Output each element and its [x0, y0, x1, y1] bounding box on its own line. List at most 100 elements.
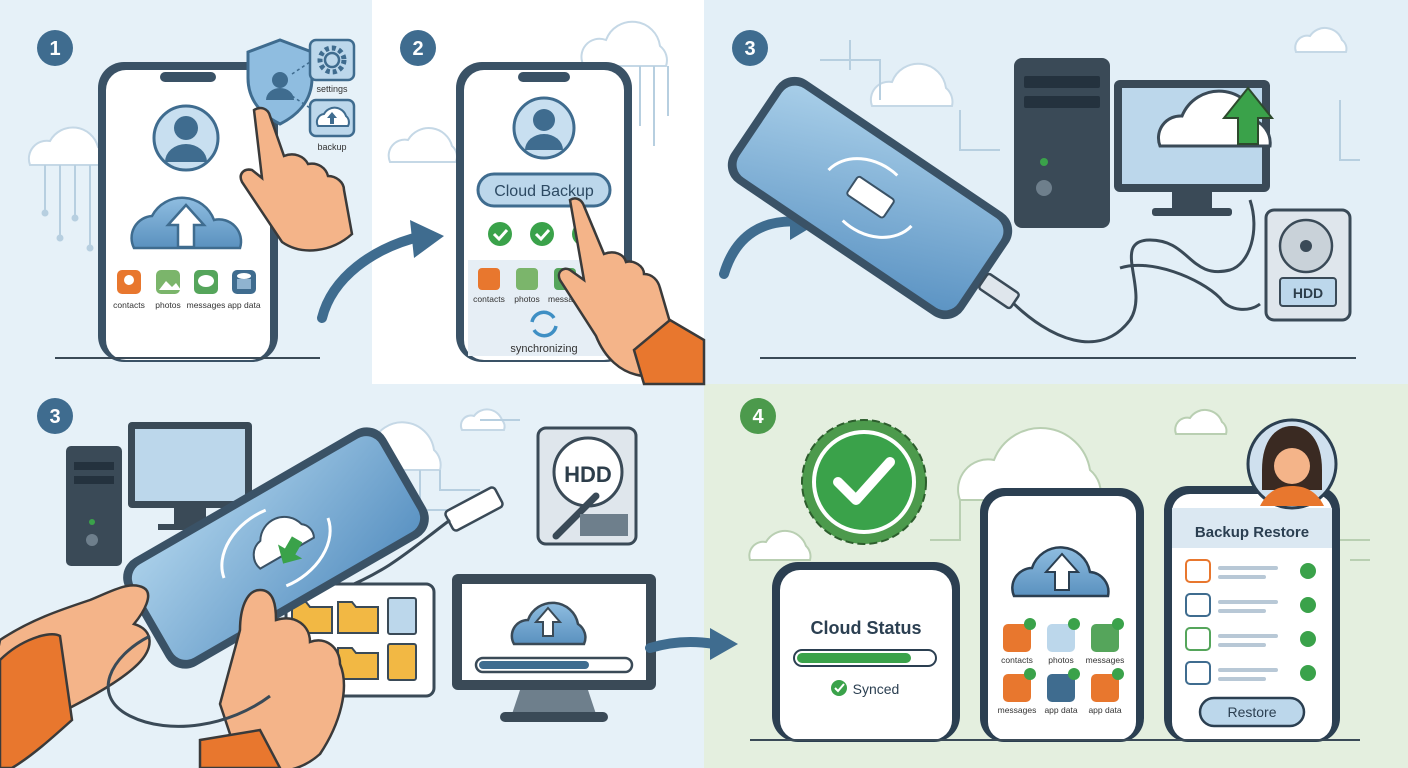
messages-icon [1003, 674, 1031, 702]
upload-arrow-icon [278, 536, 303, 564]
usb-plug [978, 272, 1020, 310]
app-data-icon [1091, 674, 1119, 702]
messages-icon [1185, 627, 1211, 651]
step-number-4: 4 [752, 406, 764, 428]
sleeve [198, 728, 282, 768]
circuit-lines [44, 165, 91, 245]
gear-icon [317, 45, 347, 75]
app-grid [1003, 618, 1124, 702]
app-label: messagc [548, 294, 583, 304]
photos-icon [156, 270, 180, 294]
cloud-backup-label: Cloud Backup [494, 183, 594, 200]
app-label: messages [187, 300, 226, 310]
circuit-lines [930, 500, 1370, 561]
restore-button[interactable] [1198, 696, 1306, 728]
step-badge-1 [37, 30, 73, 66]
connector [291, 61, 311, 109]
messages-icon [1091, 624, 1119, 652]
photos-icon [1047, 624, 1075, 652]
panel-1: 1 contacts photos messages app data [27, 30, 444, 362]
usb-drive-icon [846, 175, 895, 219]
pointing-hand [218, 588, 346, 768]
flow-arrow [317, 231, 427, 323]
cloud-upload-icon [510, 601, 587, 646]
panel-3b: 3 HDD [0, 398, 738, 768]
pointing-hand [557, 197, 706, 386]
step-badge-3b [37, 398, 73, 434]
step-number-2: 2 [412, 38, 423, 60]
panel-3a: 3 [719, 26, 1360, 359]
status-text: Synced [853, 681, 900, 697]
flow-arrow-head [710, 628, 738, 660]
flow-arrow-head [410, 220, 444, 258]
app-label: photos [514, 294, 540, 304]
step-number-1: 1 [49, 38, 60, 60]
circuit-dots [41, 209, 94, 252]
sync-arc [841, 219, 913, 239]
cloud-icon [252, 515, 315, 570]
circuit-lines [820, 40, 1360, 161]
avatar-body [165, 144, 207, 162]
sync-icon [530, 310, 558, 338]
phone-3b [123, 427, 429, 669]
app-label: contacts [473, 294, 505, 304]
backup-label: backup [317, 142, 346, 152]
app-label: contacts [1001, 655, 1033, 665]
step-number-3b: 3 [49, 406, 60, 428]
progress-fill [479, 661, 589, 669]
restore-list [1185, 559, 1316, 685]
cloud-upload-icon [1156, 86, 1275, 148]
sync-label: synchronizing [510, 343, 577, 355]
bg-cloud [748, 408, 1228, 561]
circuit-lines [639, 66, 669, 146]
cloud-upload-icon [1011, 546, 1110, 598]
app-label: messages [1086, 655, 1125, 665]
hdd-label: HDD [1293, 285, 1323, 301]
bg-cloud [869, 26, 1348, 107]
status-progress-fill [797, 653, 911, 663]
step-badge-3 [732, 30, 768, 66]
phone-notch [160, 72, 216, 82]
sync-arc [220, 508, 267, 579]
app-label: app data [1044, 705, 1077, 715]
user-avatar [1246, 418, 1338, 510]
synced-check-icon [831, 680, 847, 696]
app-label: messages [998, 705, 1037, 715]
cloud-upload-small-icon [315, 106, 350, 127]
sleeve [632, 318, 706, 386]
panel-4: 4 Cloud Status Synced [740, 398, 1370, 742]
app-label: contacts [113, 300, 145, 310]
step-badge-4 [740, 398, 776, 434]
photos-icon [1185, 593, 1211, 617]
app-label: app data [227, 300, 260, 310]
cloud-upload-icon [130, 196, 243, 250]
check-icon [833, 457, 895, 505]
hdd-label: HDD [564, 462, 612, 487]
contacts-icon [478, 268, 500, 290]
step-number-3: 3 [744, 38, 755, 60]
app-icons-row [117, 270, 256, 294]
app-label: photos [155, 300, 181, 310]
phone-3a [727, 76, 1013, 320]
avatar-head [174, 116, 198, 140]
settings-label: settings [316, 84, 348, 94]
usb-cable [106, 634, 271, 728]
flow-arrow [645, 636, 719, 653]
contacts-icon [1185, 559, 1211, 583]
success-seal [801, 419, 927, 545]
usb-cable [1119, 263, 1261, 311]
app-label: photos [1048, 655, 1074, 665]
step-badge-2 [400, 30, 436, 66]
status-title: Cloud Status [811, 618, 922, 638]
photos-icon [516, 268, 538, 290]
restore-title: Backup Restore [1195, 524, 1309, 541]
app-data-icon [1047, 674, 1075, 702]
sync-arc [285, 517, 332, 588]
restore-button-label: Restore [1227, 704, 1276, 720]
phone-notch [518, 72, 570, 82]
pointing-hand [239, 106, 354, 252]
app-label: app data [1088, 705, 1121, 715]
panel-2: 2 Cloud Backup contacts photos messagc s… [387, 20, 706, 386]
sleeve [0, 633, 74, 768]
